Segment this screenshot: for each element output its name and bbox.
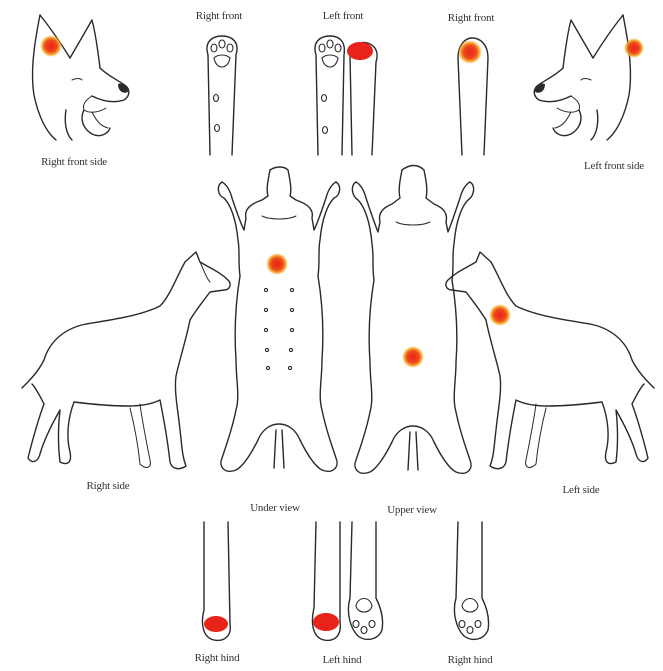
marker-right-front-dorsal — [458, 40, 482, 64]
marker-upper-view-back — [402, 346, 424, 368]
label-right-front-1: Right front — [196, 10, 242, 22]
label-left-front: Left front — [323, 10, 363, 22]
under-view-body — [218, 167, 339, 471]
label-left-front-side: Left front side — [584, 160, 644, 172]
left-side-dog — [446, 252, 654, 469]
marker-under-view-chest — [266, 253, 288, 275]
upper-view-body — [352, 166, 473, 474]
label-upper-view: Upper view — [387, 504, 437, 516]
label-right-hind-1: Right hind — [195, 652, 240, 664]
right-hind-leg-2 — [454, 522, 488, 639]
marker-left-front-paw — [347, 42, 373, 60]
marker-left-side-shoulder — [489, 304, 511, 326]
label-right-front-side: Right front side — [41, 156, 107, 168]
label-under-view: Under view — [250, 502, 300, 514]
label-left-side: Left side — [563, 484, 600, 496]
right-front-side-head — [33, 15, 129, 140]
label-right-side: Right side — [87, 480, 130, 492]
marker-right-hind-paw — [204, 616, 228, 632]
marker-left-head-ear — [624, 38, 644, 58]
marker-right-head-ear — [40, 35, 62, 57]
marker-left-hind-paw — [313, 613, 339, 631]
label-right-hind-2: Right hind — [448, 654, 493, 666]
label-right-front-2: Right front — [448, 12, 494, 24]
right-front-leg-pads — [207, 36, 237, 155]
right-side-dog — [22, 252, 230, 469]
left-front-side-head — [534, 15, 630, 140]
label-left-hind: Left hind — [323, 654, 362, 666]
